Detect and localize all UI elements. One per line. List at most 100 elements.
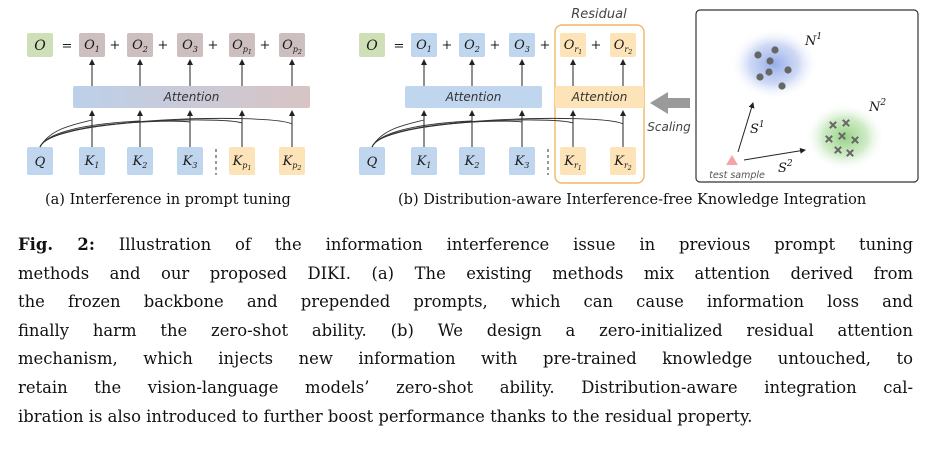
output-label-4: Or1 <box>564 38 583 56</box>
key-label-5: Kr2 <box>613 154 632 172</box>
output-box-4 <box>560 33 586 57</box>
plus-sign: + <box>490 38 501 53</box>
query-curve-2 <box>371 120 473 148</box>
output-box-3 <box>177 33 203 57</box>
query-curve-2 <box>39 120 141 148</box>
output-label-3: O3 <box>514 38 530 54</box>
output-box-5 <box>610 33 636 57</box>
attention-bar-1 <box>73 86 310 108</box>
test-sample-label: test sample <box>709 170 765 181</box>
cluster-1-point-5 <box>756 73 764 81</box>
cluster-1-point-2 <box>771 46 779 54</box>
plus-sign: + <box>591 38 602 53</box>
caption-line-5: mechanism, which injects new information… <box>18 349 913 369</box>
output-box-5 <box>279 33 305 57</box>
arrow-to-cluster-1 <box>737 102 755 153</box>
output-label-1: O1 <box>416 38 432 54</box>
key-label-4: Kr1 <box>563 154 582 172</box>
output-label-5: Or2 <box>614 38 633 56</box>
query-label: Q <box>35 155 46 170</box>
panel-b-caption: (b) Distribution-aware Interference-free… <box>398 192 867 208</box>
output-box-1 <box>79 33 105 57</box>
plus-sign: + <box>540 38 551 53</box>
output-o-label: O <box>34 38 46 54</box>
output-o-box <box>27 33 53 57</box>
key-label-3: K3 <box>182 154 198 170</box>
output-o-box <box>359 33 385 57</box>
query-box <box>27 147 53 175</box>
key-label-5: Kp2 <box>282 154 302 172</box>
query-curve-1 <box>371 119 425 148</box>
cluster-2-point-2 <box>842 119 850 127</box>
key-box-5 <box>610 147 636 175</box>
output-box-2 <box>127 33 153 57</box>
cluster-1-glow <box>730 28 818 100</box>
attention-label-1: Attention <box>163 90 220 104</box>
caption-line-2: methods and our proposed DIKI. (a) The e… <box>18 263 913 283</box>
panel-a-caption: (a) Interference in prompt tuning <box>45 192 291 208</box>
output-box-4 <box>229 33 255 57</box>
query-curve-5 <box>39 117 293 148</box>
output-label-5: Op2 <box>282 38 302 56</box>
attention-label-2: Attention <box>571 90 628 104</box>
key-box-1 <box>79 147 105 175</box>
cluster-2-point-3 <box>825 135 833 143</box>
attention-bar-1 <box>405 86 542 108</box>
plus-sign: + <box>260 38 271 53</box>
cluster-2-point-7 <box>846 149 854 157</box>
cluster-2-point-1 <box>829 121 837 129</box>
arrow-to-cluster-2 <box>743 147 806 161</box>
cluster-1-point-3 <box>784 66 792 74</box>
scaling-arrow <box>650 92 690 114</box>
cluster-2-point-6 <box>834 146 842 154</box>
query-curve-1 <box>39 119 93 148</box>
caption-label: Fig. 2: <box>18 235 95 254</box>
equals-sign: = <box>62 39 73 54</box>
output-label-1: O1 <box>84 38 100 54</box>
residual-label: Residual <box>571 7 627 22</box>
key-box-2 <box>459 147 485 175</box>
cluster-1-point-1 <box>754 51 762 59</box>
caption-line-7: ibration is also introduced to further b… <box>18 406 753 426</box>
output-box-1 <box>411 33 437 57</box>
cluster-2-point-4 <box>838 132 846 140</box>
key-label-3: K3 <box>514 154 530 170</box>
key-label-2: K2 <box>132 154 148 170</box>
key-box-5 <box>279 147 305 175</box>
caption-line-1: Fig. 2: Illustration of the information … <box>18 231 913 260</box>
key-box-3 <box>509 147 535 175</box>
figure-caption: Fig. 2: Illustration of the information … <box>18 231 913 431</box>
plus-sign: + <box>110 38 121 53</box>
key-label-2: K2 <box>464 154 480 170</box>
scaling-label: Scaling <box>647 120 691 134</box>
cluster-2-glow <box>805 103 885 171</box>
attention-bar-2 <box>555 86 644 108</box>
key-label-1: K1 <box>84 154 100 170</box>
cluster-2-label: N2 <box>868 98 886 115</box>
query-curve-5 <box>371 117 624 148</box>
output-box-3 <box>509 33 535 57</box>
caption-line-3: the frozen backbone and prepended prompt… <box>18 292 913 312</box>
plus-sign: + <box>208 38 219 53</box>
caption-line-1-text: Illustration of the information interfer… <box>118 235 913 254</box>
key-box-3 <box>177 147 203 175</box>
key-box-4 <box>229 147 255 175</box>
cluster-1-point-6 <box>778 82 786 90</box>
s1-label: S1 <box>750 120 765 137</box>
cluster-1-point-7 <box>766 57 774 65</box>
plus-sign: + <box>442 38 453 53</box>
query-label: Q <box>367 155 378 170</box>
output-label-4: Op1 <box>232 38 252 56</box>
s2-label: S2 <box>778 159 793 176</box>
query-curve-4 <box>39 119 243 148</box>
attention-label-1: Attention <box>445 90 502 104</box>
key-box-2 <box>127 147 153 175</box>
query-curve-3 <box>39 120 191 148</box>
output-o-label: O <box>366 38 378 54</box>
cluster-2-point-5 <box>851 136 859 144</box>
output-box-2 <box>459 33 485 57</box>
